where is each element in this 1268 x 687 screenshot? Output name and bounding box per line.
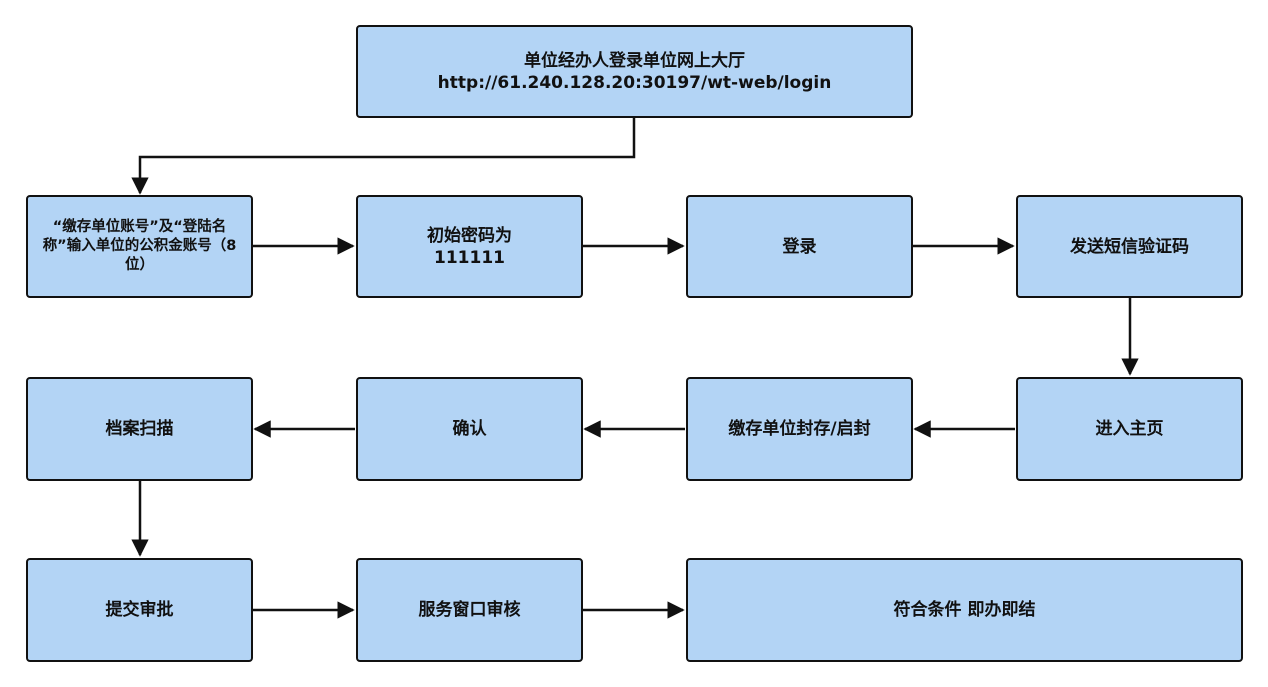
seal-label: 缴存单位封存/启封 (728, 419, 871, 439)
signin-label: 登录 (782, 236, 817, 257)
arrow-login-to-account (131, 118, 636, 195)
account-node: “缴存单位账号”及“登陆名称”输入单位的公积金账号（8位） (26, 195, 253, 298)
done-label: 符合条件 即办即结 (893, 600, 1036, 620)
confirm-node: 确认 (356, 377, 583, 481)
password-label: 初始密码为 111111 (427, 225, 512, 268)
scan-label: 档案扫描 (105, 419, 174, 439)
confirm-label: 确认 (452, 419, 487, 439)
submit-label: 提交审批 (105, 600, 174, 620)
home-label: 进入主页 (1095, 419, 1164, 439)
submit-node: 提交审批 (26, 558, 253, 662)
done-node: 符合条件 即办即结 (686, 558, 1243, 662)
seal-node: 缴存单位封存/启封 (686, 377, 913, 481)
login-title: 单位经办人登录单位网上大厅 (524, 50, 745, 71)
signin-node: 登录 (686, 195, 913, 298)
password-node: 初始密码为 111111 (356, 195, 583, 298)
scan-node: 档案扫描 (26, 377, 253, 481)
login-node: 单位经办人登录单位网上大厅 http://61.240.128.20:30197… (356, 25, 913, 118)
sms-node: 发送短信验证码 (1016, 195, 1243, 298)
sms-label: 发送短信验证码 (1070, 236, 1189, 257)
login-url: http://61.240.128.20:30197/wt-web/login (437, 72, 832, 93)
review-node: 服务窗口审核 (356, 558, 583, 662)
review-label: 服务窗口审核 (418, 600, 521, 620)
account-label: “缴存单位账号”及“登陆名称”输入单位的公积金账号（8位） (42, 219, 237, 273)
home-node: 进入主页 (1016, 377, 1243, 481)
